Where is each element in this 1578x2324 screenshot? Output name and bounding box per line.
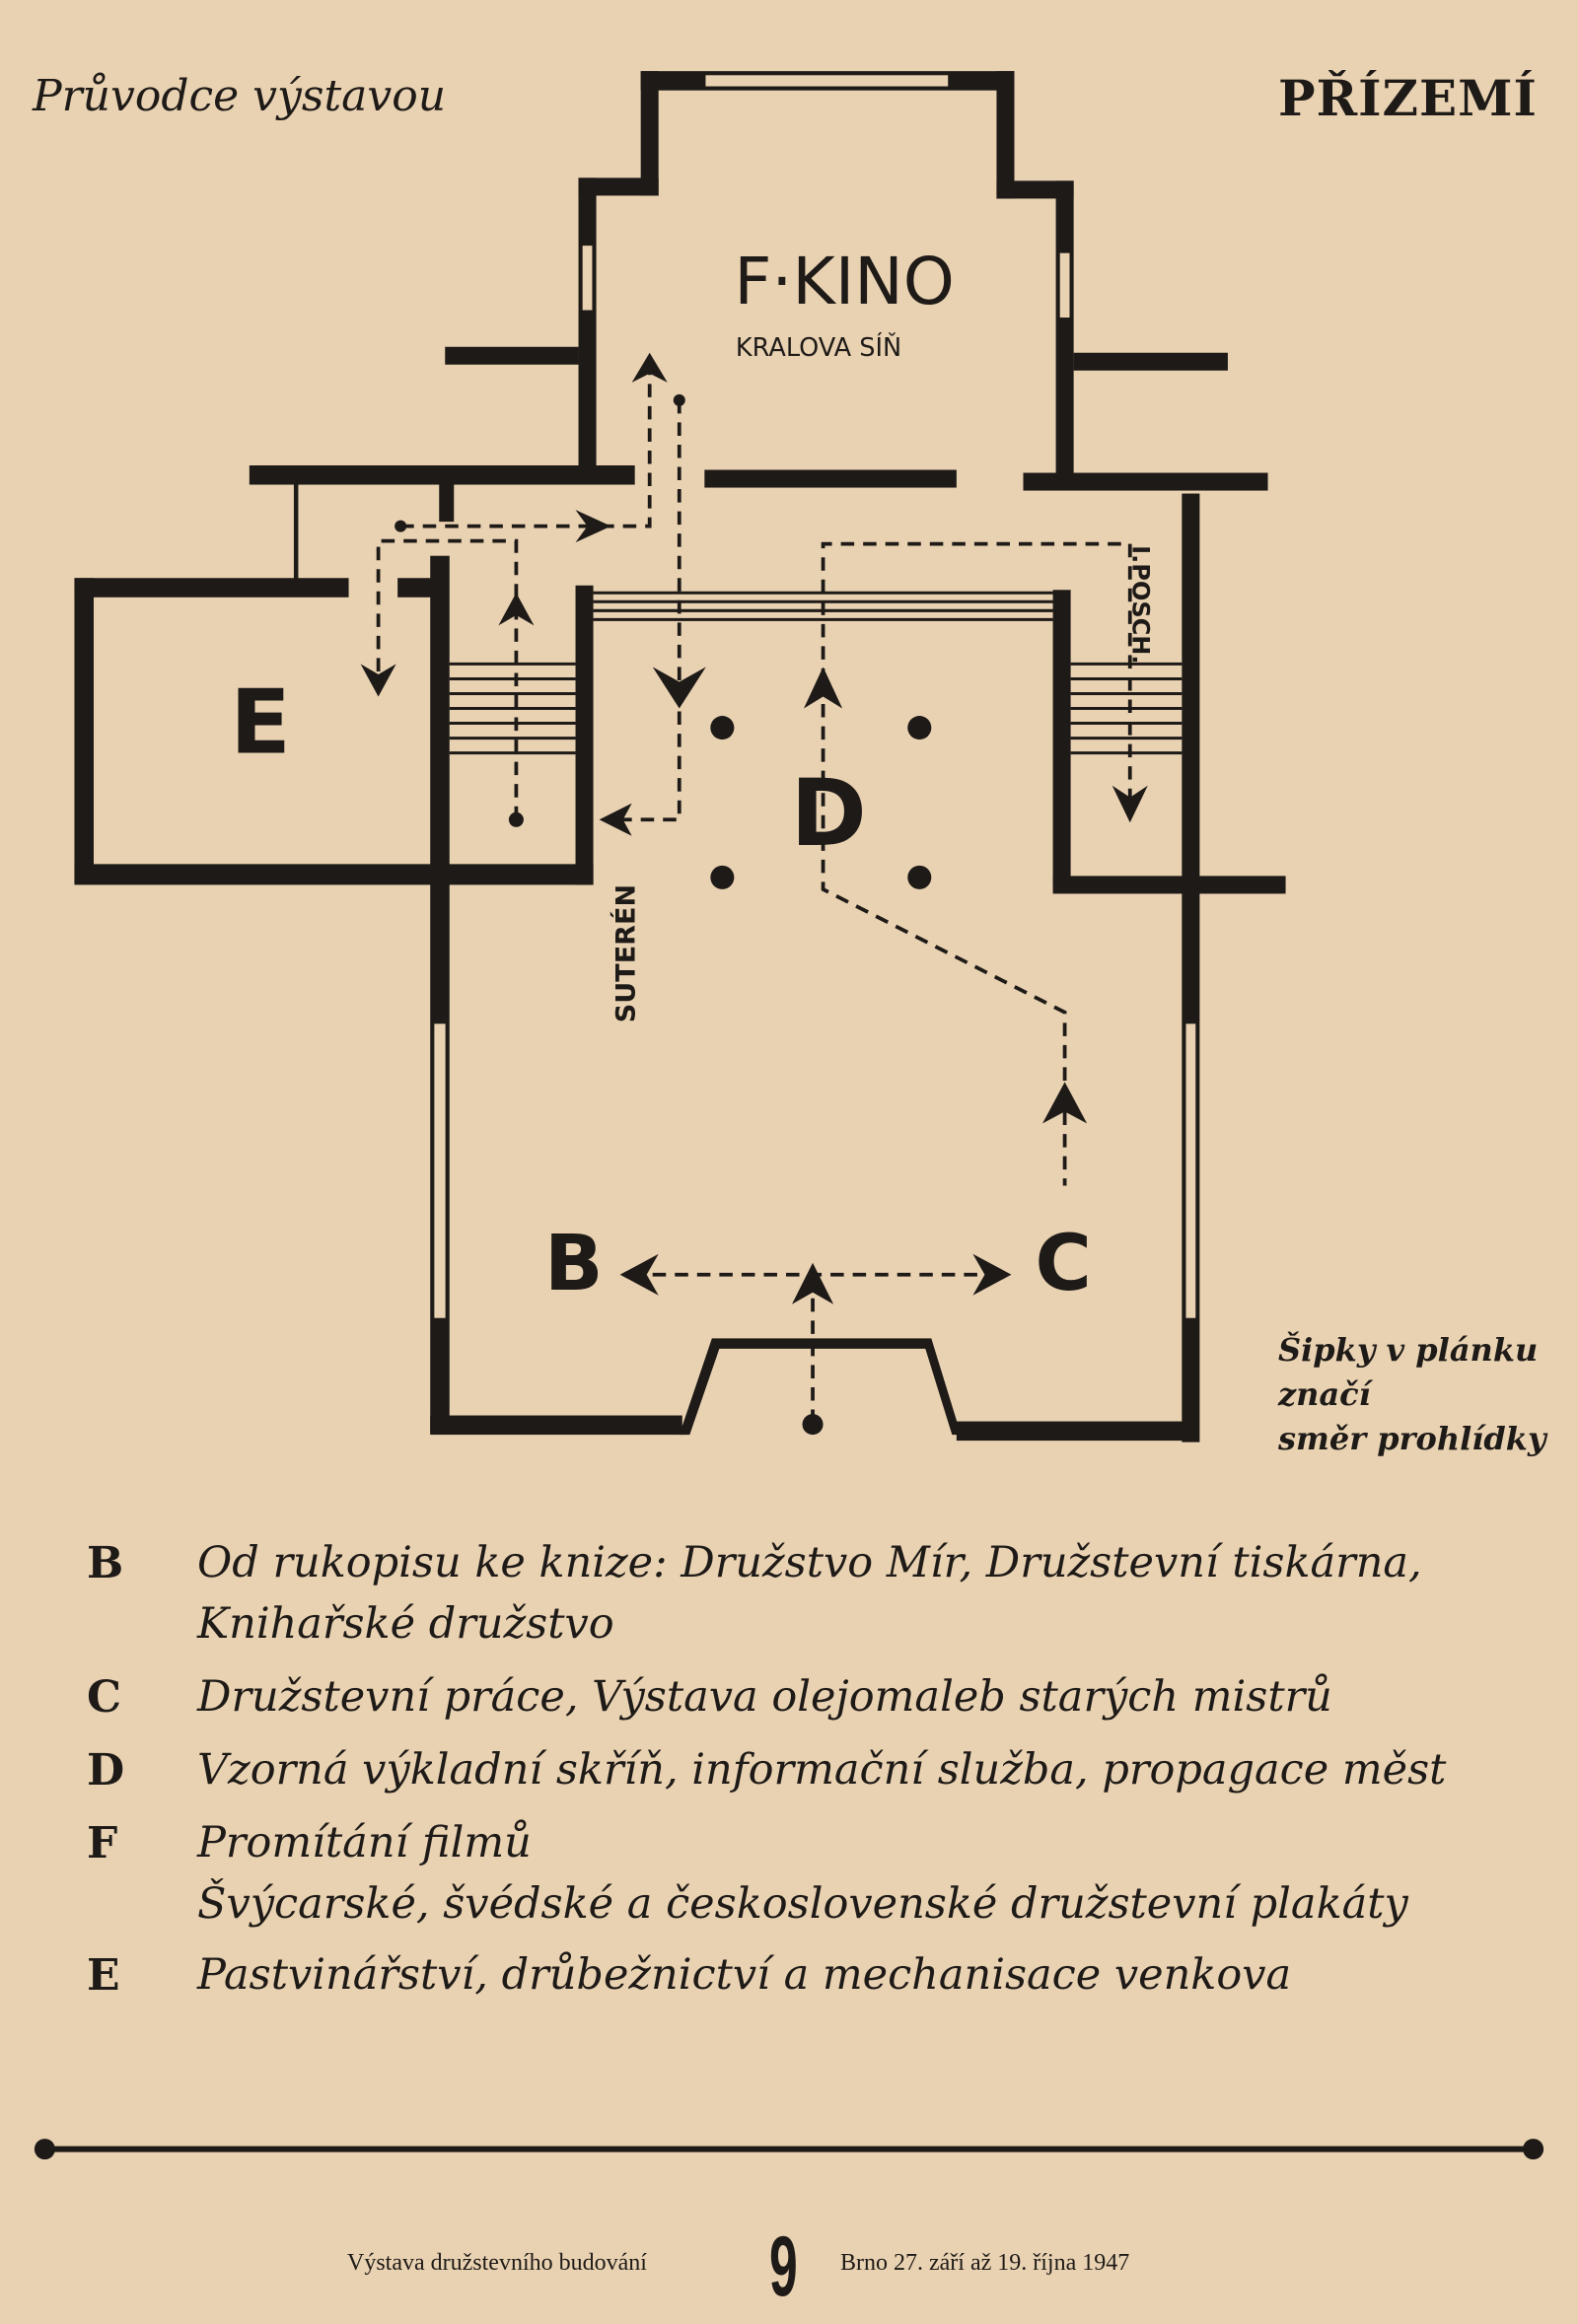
note-line-3: směr prohlídky — [1278, 1420, 1546, 1457]
columns — [710, 716, 932, 889]
posch-label: I.POSCH. — [1127, 545, 1155, 664]
legend-text: Vzorná výkladní skříň, informační služba… — [197, 1745, 1447, 1795]
room-b-label: B — [544, 1219, 604, 1308]
note-line-2: značí — [1278, 1375, 1371, 1413]
legend-text: Pastvinářství, drůbežnictví a mechanisac… — [197, 1950, 1292, 2000]
stairs — [449, 591, 1183, 755]
page-number: 9 — [769, 2219, 798, 2314]
room-f-label: F·KINO — [734, 244, 954, 319]
legend-letter: F — [87, 1818, 118, 1868]
legend-letter: D — [87, 1745, 125, 1796]
suteren-label: SUTERÉN — [610, 884, 642, 1022]
floor-title: PŘÍZEMÍ — [1278, 69, 1538, 127]
legend-letter: B — [87, 1538, 124, 1588]
note-line-1: Šipky v plánku — [1278, 1331, 1539, 1369]
legend-text: Švýcarské, švédské a československé druž… — [197, 1879, 1408, 1929]
legend-text: Od rukopisu ke knize: Družstvo Mír, Druž… — [197, 1538, 1422, 1587]
legend-letter: C — [87, 1672, 122, 1723]
footer-right: Brno 27. září až 19. října 1947 — [840, 2250, 1130, 2276]
legend-letter: E — [87, 1950, 120, 2001]
room-f-sublabel: KRALOVA SÍŇ — [736, 333, 901, 363]
guide-title: Průvodce výstavou — [33, 71, 447, 121]
windows — [432, 73, 1198, 1320]
room-d-label: D — [791, 759, 867, 867]
room-e-label: E — [230, 671, 291, 775]
legend-text: Knihařské družstvo — [197, 1599, 614, 1649]
tour-arrows — [360, 352, 1148, 1436]
legend-text: Družstevní práce, Výstava olejomaleb sta… — [197, 1672, 1332, 1722]
footer-left: Výstava družstevního budování — [347, 2250, 647, 2276]
divider-rule — [34, 2139, 1544, 2160]
legend-text: Promítání filmů — [197, 1818, 532, 1867]
room-c-label: C — [1036, 1219, 1092, 1308]
tour-paths — [376, 363, 1132, 1424]
